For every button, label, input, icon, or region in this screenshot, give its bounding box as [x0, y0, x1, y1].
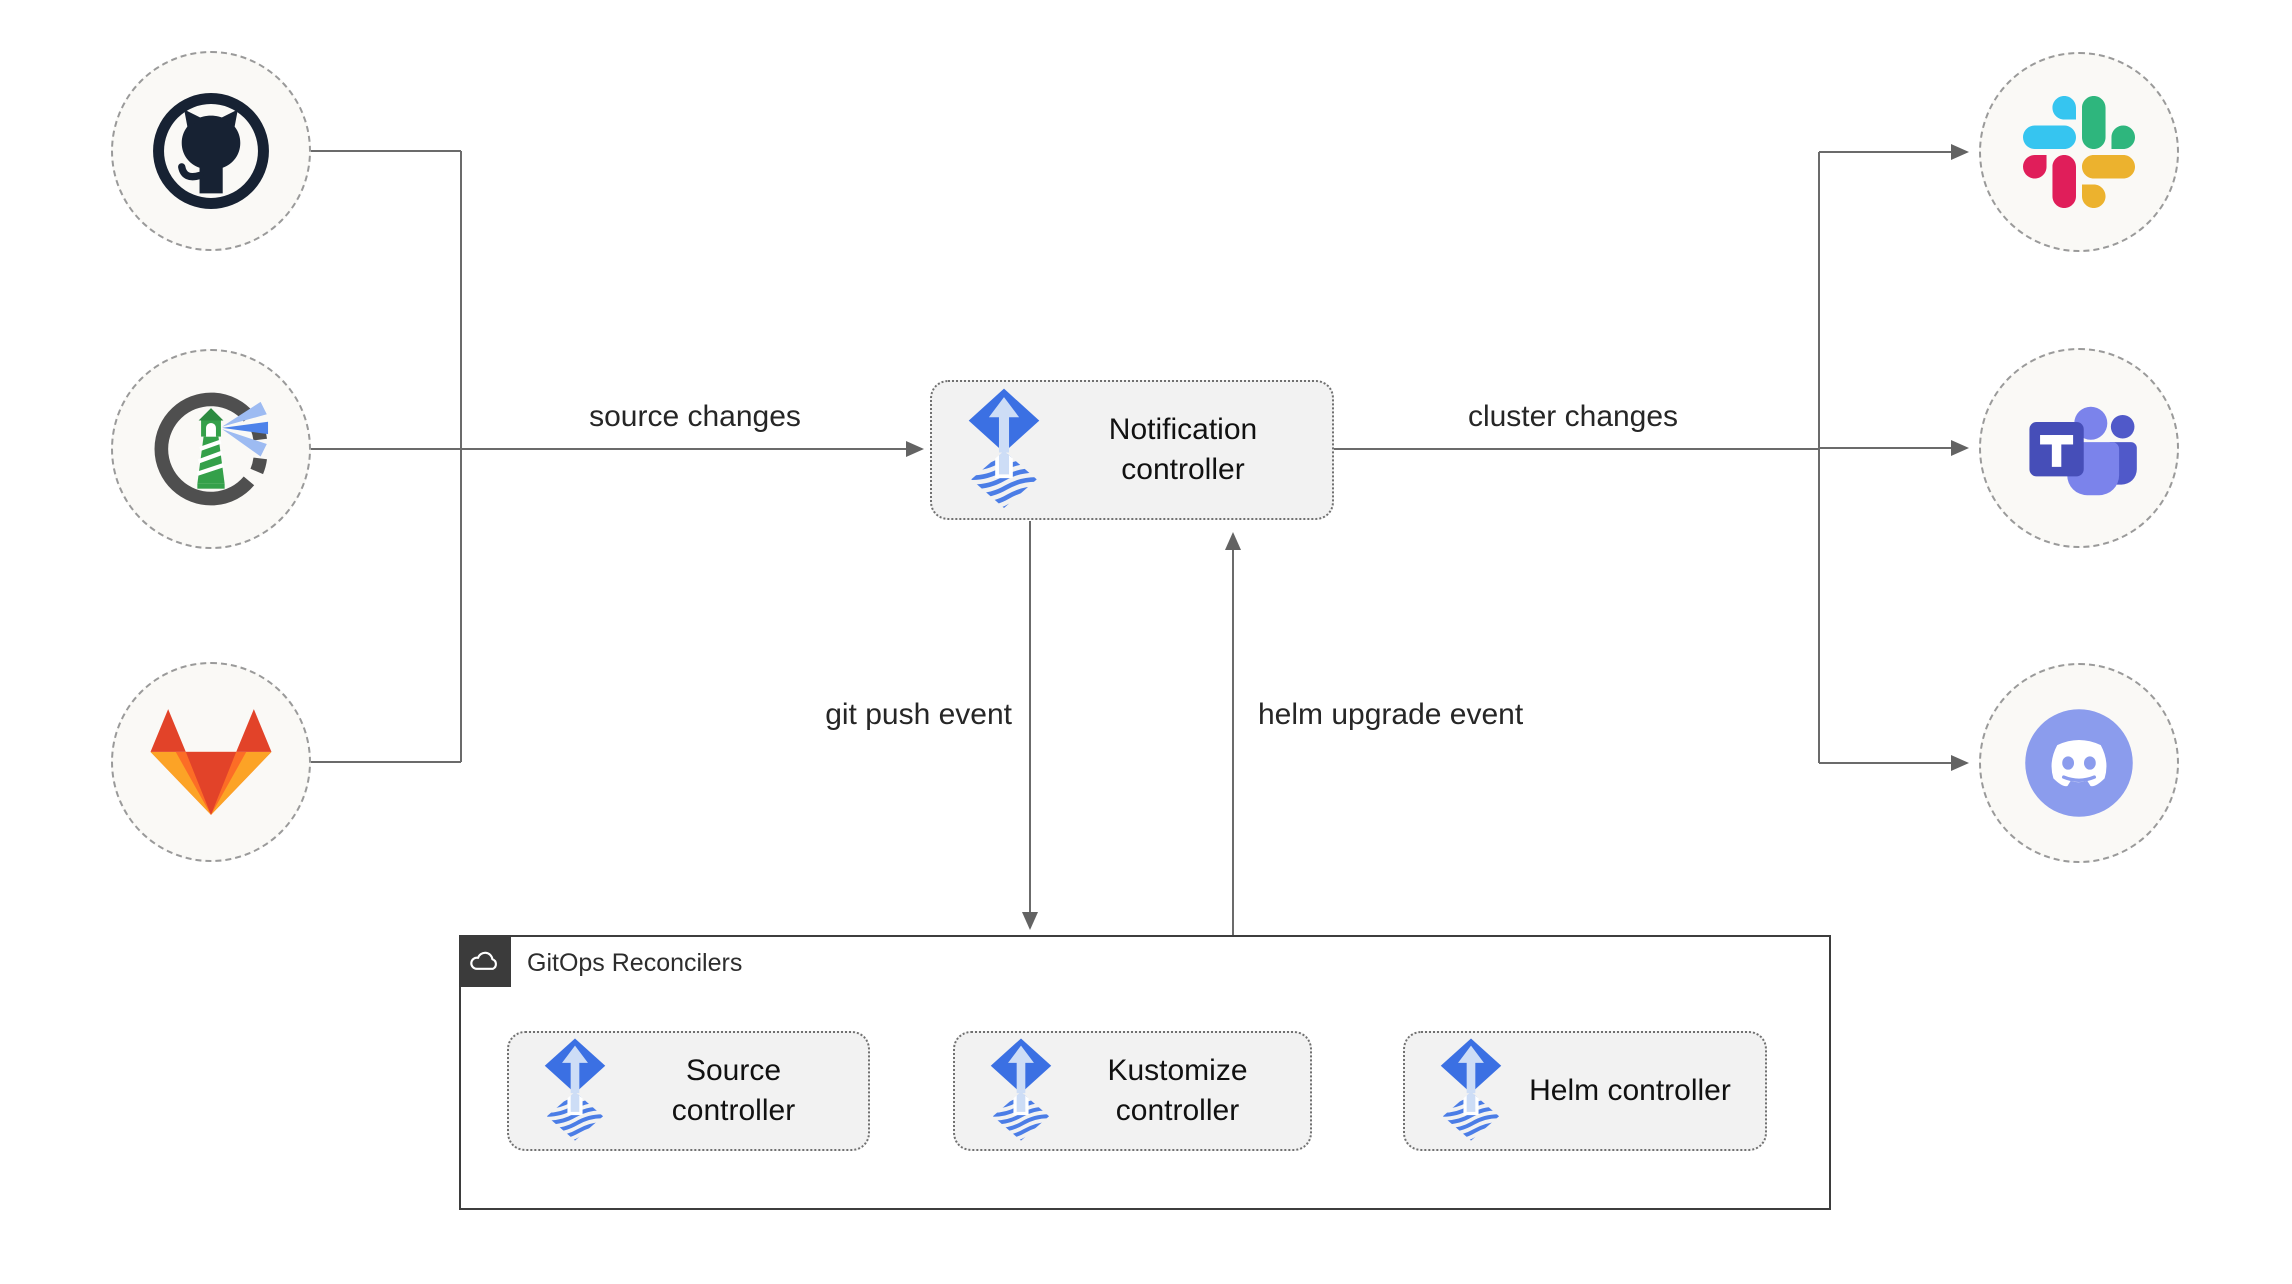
flux-icon: [537, 1037, 613, 1145]
source-controller-box: Source controller: [507, 1031, 870, 1151]
flux-icon: [983, 1037, 1059, 1145]
notification-controller-label: Notification controller: [1108, 413, 1258, 486]
edge-label-source-changes: source changes: [589, 400, 801, 433]
discord-icon: [2025, 709, 2133, 817]
edge-label-helm-upgrade-event: helm upgrade event: [1258, 698, 1524, 731]
node-discord: [1979, 663, 2179, 863]
gitops-reconcilers-container: GitOps Reconcilers Source controller Kus…: [459, 935, 1831, 1210]
flux-icon: [1433, 1037, 1509, 1145]
notification-controller-box: Notification controller: [930, 380, 1334, 520]
gitops-reconcilers-title: GitOps Reconcilers: [527, 949, 743, 977]
cloud-badge: [459, 935, 511, 987]
flux-icon: [960, 387, 1048, 513]
kustomize-controller-box: Kustomize controller: [953, 1031, 1312, 1151]
gitlab-icon: [150, 709, 272, 815]
source-controller-label: Source controller: [671, 1054, 796, 1127]
node-gitlab: [111, 662, 311, 862]
edge-label-cluster-changes: cluster changes: [1467, 400, 1679, 433]
node-harbor: [111, 349, 311, 549]
helm-controller-box: Helm controller: [1403, 1031, 1767, 1151]
node-slack: [1979, 52, 2179, 252]
cloud-icon: [470, 951, 497, 970]
github-icon: [153, 93, 269, 209]
kustomize-controller-label: Kustomize controller: [1107, 1054, 1248, 1127]
edge-label-git-push-event: git push event: [825, 698, 1012, 731]
slack-icon: [2023, 96, 2135, 208]
node-github: [111, 51, 311, 251]
harbor-icon: [154, 392, 269, 506]
node-teams: [1979, 348, 2179, 548]
helm-controller-label: Helm controller: [1529, 1074, 1731, 1107]
teams-icon: [2029, 406, 2137, 496]
